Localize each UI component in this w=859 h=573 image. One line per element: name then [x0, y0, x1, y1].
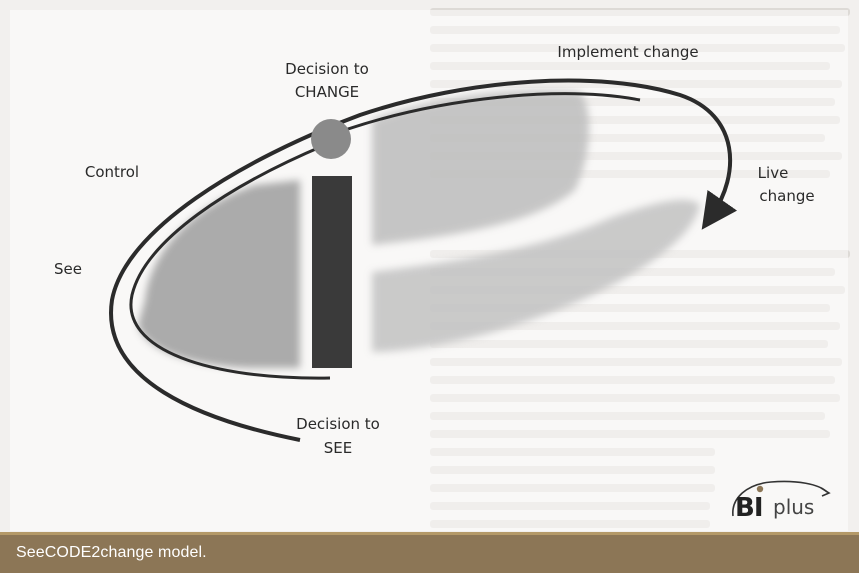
figure-caption: SeeCODE2change model. [16, 544, 207, 562]
label-decision-see-line2: SEE [324, 439, 352, 457]
label-control: Control [85, 163, 139, 181]
decision-bar [312, 176, 352, 368]
logo-text-bold: BI [735, 493, 763, 523]
label-see: See [54, 260, 82, 278]
label-decision-change-line2: CHANGE [295, 83, 359, 101]
logo-swoosh-tip [821, 488, 829, 496]
see-region-shape [138, 180, 300, 368]
caption-bar: SeeCODE2change model. [0, 532, 859, 573]
decision-dot [311, 119, 351, 159]
logo-text-light: plus [773, 495, 814, 519]
label-live-change-line2: change [759, 187, 814, 205]
label-implement-change: Implement change [557, 43, 698, 61]
logo-dot [757, 486, 763, 492]
label-decision-see-line1: Decision to [296, 415, 380, 433]
label-decision-change-line1: Decision to [285, 60, 369, 78]
label-live-change-line1: Live [758, 164, 789, 182]
biplus-logo: BI plus [727, 474, 837, 524]
